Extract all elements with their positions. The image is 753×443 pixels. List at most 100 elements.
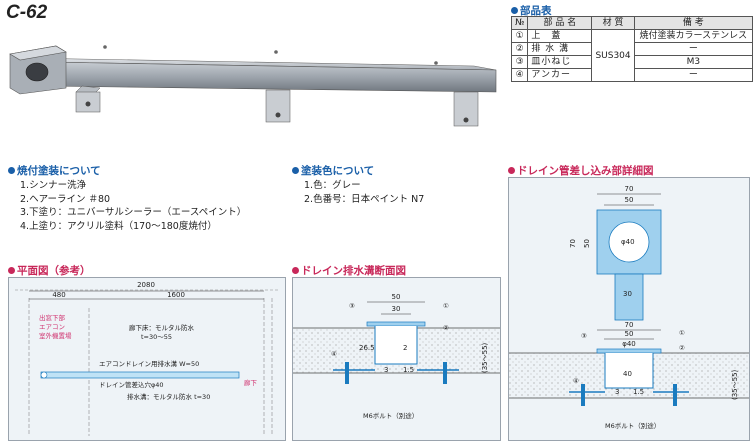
dim-depth: (35〜55) [481, 342, 489, 373]
part-remark: M3 [633, 55, 753, 69]
channel-profile [374, 326, 418, 365]
bullet-icon [508, 167, 515, 174]
list-item: 1.シンナー洗浄 [20, 180, 87, 191]
outdoor-unit-label-1: 出窓下部 [39, 313, 66, 322]
anchor-bolt [443, 362, 447, 384]
dim-s15: 1.5 [633, 388, 644, 396]
callout-4: ④ [331, 350, 337, 358]
plan-view-panel: 2080 480 1600 出窓下部 エアコン 室外機置場 廊下床：モルタル防水… [8, 277, 286, 441]
table-header-row: № 部 品 名 材 質 備 考 [510, 16, 753, 30]
bullet-icon [292, 167, 299, 174]
callout-2: ② [679, 344, 685, 352]
callout-3: ③ [581, 332, 587, 340]
corridor-label: 廊下 [244, 378, 258, 387]
dim-w70: 70 [625, 185, 634, 193]
dim-h4: 1.5 [403, 366, 414, 374]
dim-w40: 40 [623, 370, 632, 378]
material-cell: SUS304 [591, 29, 635, 82]
part-remark: ー [633, 42, 753, 56]
drain-detail-title: ドレイン管差し込み部詳細図 [508, 163, 654, 178]
parts-table: № 部 品 名 材 質 備 考 ① 上 蓋 SUS304 焼付塗装カラーステンレ… [510, 16, 753, 82]
row-no: ② [510, 42, 529, 56]
channel-plan [614, 273, 644, 321]
dim-top: 50 [392, 293, 401, 301]
screw [103, 45, 107, 49]
outdoor-unit-label-3: 室外機置場 [39, 331, 72, 340]
floor-note-1: 廊下床：モルタル防水 [129, 323, 195, 332]
drain-hole [25, 62, 49, 82]
dim-h1: 26.5 [359, 344, 375, 352]
parts-table-title: 部品表 [511, 3, 552, 18]
dim-w50: 50 [625, 196, 634, 204]
dim-inner: 30 [392, 305, 401, 313]
dim-total: 2080 [137, 281, 155, 289]
dim-h70: 70 [569, 239, 577, 248]
callout-3: ③ [349, 302, 355, 310]
drain-hole-note: ドレイン管差込穴φ40 [99, 380, 164, 389]
callout-2: ② [443, 324, 449, 332]
drain-channel-note: エアコンドレイン用排水溝 W=50 [99, 359, 199, 368]
anchor [453, 91, 479, 127]
bullet-icon [8, 267, 15, 274]
row-no: ④ [510, 68, 529, 82]
dim-h50: 50 [583, 239, 591, 248]
dim-h3: 3 [384, 366, 388, 374]
dim-sdia: φ40 [622, 340, 636, 348]
callout-4: ④ [573, 377, 579, 385]
list-item: 3.下塗り：ユニバーサルシーラー（エースペイント） [20, 207, 247, 218]
paint-color-title: 塗装色について [292, 163, 374, 178]
dim-s70: 70 [625, 321, 634, 329]
outlet-hole [608, 221, 650, 263]
row-no: ③ [510, 55, 529, 69]
anchor-bolt [673, 384, 677, 406]
section-view-panel: 50 30 26.5 2 3 1.5 (35〜55) ③ ① ② ④ M6ボルト… [292, 277, 501, 441]
dim-depth: (35〜55) [731, 369, 739, 400]
callout-1: ① [679, 329, 685, 337]
part-name: 排 水 溝 [527, 42, 593, 56]
anchor [75, 85, 101, 113]
outlet-box-top [9, 45, 67, 61]
dim-h2: 2 [403, 344, 407, 352]
dim-right: 1600 [167, 291, 185, 299]
baking-finish-list: 1.シンナー洗浄 2.ヘアーライン ＃80 3.下塗り：ユニバーサルシーラー（エ… [20, 179, 246, 233]
plan-view-title: 平面図（参考） [8, 263, 91, 278]
bullet-icon [8, 167, 15, 174]
list-item: 1.色：グレー [304, 180, 361, 191]
floor-note-2: t=30〜55 [141, 333, 172, 341]
section-view-title: ドレイン排水溝断面図 [292, 263, 406, 278]
plan-view-drawing: 2080 480 1600 出窓下部 エアコン 室外機置場 廊下床：モルタル防水… [15, 281, 279, 436]
anchor-bolt [345, 362, 349, 384]
screw [434, 61, 438, 65]
drain-channel-shape [40, 371, 240, 379]
col-header-no: № [510, 16, 529, 30]
callout-1: ① [443, 302, 449, 310]
col-header-name: 部 品 名 [527, 16, 593, 30]
col-header-material: 材 質 [591, 16, 635, 30]
dim-s3: 3 [615, 388, 619, 396]
drain-hole-mark [40, 371, 48, 379]
channel-mortar-note: 排水溝：モルタル防水 t=30 [127, 392, 210, 401]
row-no: ① [510, 29, 529, 43]
dim-w30: 30 [623, 290, 632, 298]
anchor-bolt [581, 384, 585, 406]
dim-dia: φ40 [621, 238, 635, 246]
bolt-note: M6ボルト（別途） [605, 421, 660, 430]
drain-detail-drawing: 70 50 70 50 φ40 30 70 50 φ40 40 3 1.5 (3… [509, 185, 749, 430]
table-row: ③ 皿小ねじ M3 [510, 55, 753, 69]
list-item: 2.色番号：日本ペイント N7 [304, 193, 425, 205]
list-item: 4.上塗り：アクリル塗料（170〜180度焼付） [20, 220, 217, 232]
part-name: 上 蓋 [527, 29, 593, 43]
col-header-remark: 備 考 [633, 16, 753, 30]
screw [274, 50, 278, 54]
baking-finish-title: 焼付塗装について [8, 163, 101, 178]
drain-detail-panel: 70 50 70 50 φ40 30 70 50 φ40 40 3 1.5 (3… [508, 177, 750, 441]
dim-left: 480 [52, 291, 65, 299]
part-name: 皿小ねじ [527, 55, 593, 69]
part-name: アンカー [527, 68, 593, 82]
paint-color-list: 1.色：グレー 2.色番号：日本ペイント N7 [304, 179, 424, 206]
list-item: 2.ヘアーライン ＃80 [20, 193, 111, 205]
anchor [265, 89, 291, 123]
model-title: C-62 [6, 2, 48, 23]
part-remark: ー [633, 68, 753, 82]
table-row: ④ アンカー ー [510, 68, 753, 82]
